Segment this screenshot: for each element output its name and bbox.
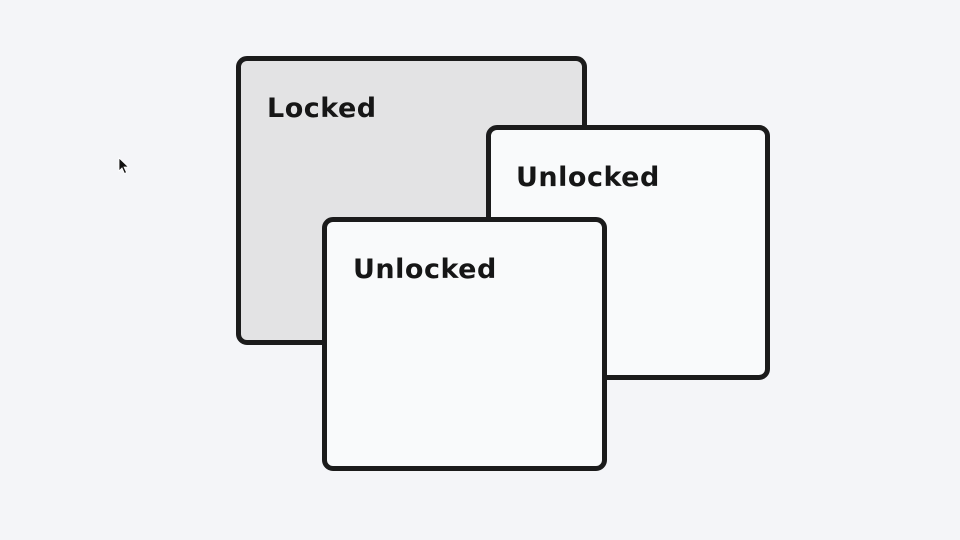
arrow-cursor-icon: [118, 157, 130, 175]
card-label: Unlocked: [516, 162, 660, 193]
card-label: Locked: [267, 93, 377, 124]
unlocked-card-back[interactable]: Unlocked: [486, 125, 770, 380]
card-label: Unlocked: [353, 254, 497, 285]
unlocked-card-front[interactable]: Unlocked: [322, 217, 607, 471]
